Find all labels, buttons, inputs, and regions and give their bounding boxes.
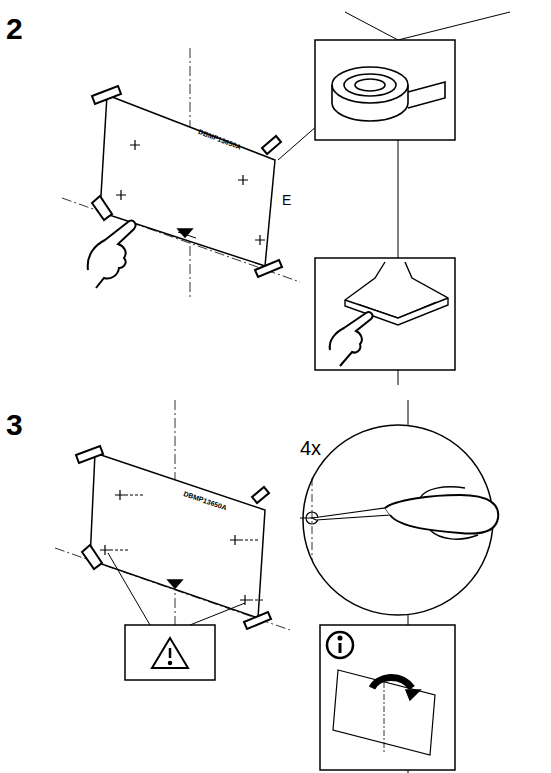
info-box (320, 625, 455, 770)
warning-leaders (108, 553, 245, 625)
tape-strips (76, 446, 271, 629)
hand-fingers (420, 487, 478, 539)
quantity: 4x (300, 438, 321, 458)
step-3-art (55, 400, 498, 773)
fold-line (384, 682, 385, 752)
warning-triangle (152, 638, 188, 668)
warning-mark (169, 648, 172, 658)
hand (330, 312, 373, 366)
hand (385, 495, 498, 534)
fold-arrow (372, 677, 412, 688)
callout-box (315, 258, 455, 370)
template-sheet (333, 670, 435, 755)
hand (88, 221, 136, 288)
drill-marks (100, 490, 250, 605)
callout-box (315, 40, 455, 140)
step-number: 2 (6, 14, 23, 44)
warning-box (125, 625, 215, 680)
leader-line (278, 125, 318, 160)
fold-arrowhead (406, 690, 420, 700)
info-icon (327, 632, 353, 658)
wall-corner (345, 12, 510, 40)
step-2-art (62, 12, 510, 385)
awl-tip (312, 508, 390, 520)
center-line (312, 478, 313, 560)
part-letter: E (282, 193, 291, 207)
template-sheet (90, 453, 265, 618)
drill-marks (116, 140, 265, 245)
arrow-line (178, 232, 196, 238)
template-sheet (100, 95, 275, 266)
info-dot (338, 636, 342, 640)
hole-lines (110, 495, 264, 600)
arrow-mark (168, 580, 182, 588)
tape-roll (332, 67, 445, 121)
step-number: 3 (6, 410, 23, 440)
hood (345, 262, 448, 325)
info-mark (339, 643, 342, 653)
warning-dot (169, 662, 172, 665)
